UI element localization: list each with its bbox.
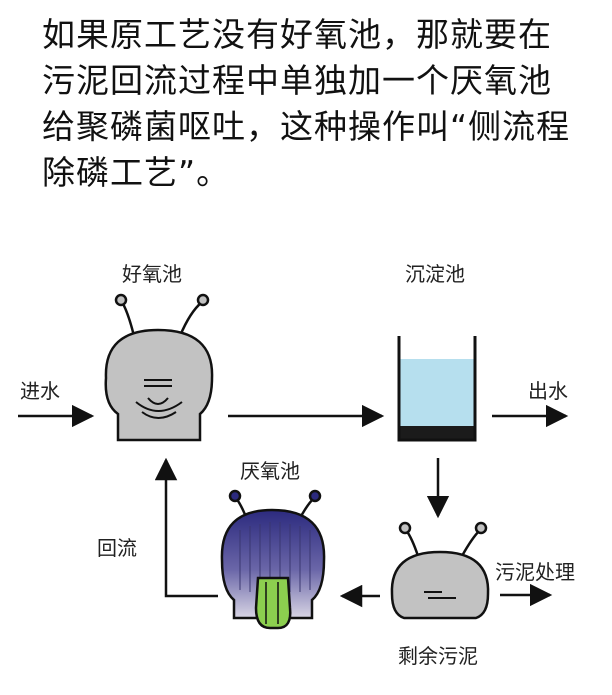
water-in-label: 进水: [20, 379, 60, 403]
anaerobic-tank-label: 厌氧池: [240, 459, 300, 483]
sludge-treatment-label: 污泥处理: [495, 560, 575, 584]
settling-tank-beaker: [397, 336, 477, 442]
explanation-paragraph: 如果原工艺没有好氧池，那就要在污泥回流过程中单独加一个厌氧池给聚磷菌呕吐，这种操…: [42, 15, 571, 192]
return-flow-label: 回流: [97, 536, 137, 560]
aerobic-creature: [104, 293, 214, 442]
return-flow-arrow: [154, 457, 218, 598]
anaerobic-creature: [220, 489, 326, 630]
water-out-label: 出水: [528, 379, 568, 403]
residual-sludge-label: 剩余污泥: [398, 644, 478, 668]
aerobic-tank-label: 好氧池: [122, 262, 182, 286]
residual-sludge-creature: [390, 521, 490, 620]
settling-tank-label: 沉淀池: [405, 262, 465, 286]
